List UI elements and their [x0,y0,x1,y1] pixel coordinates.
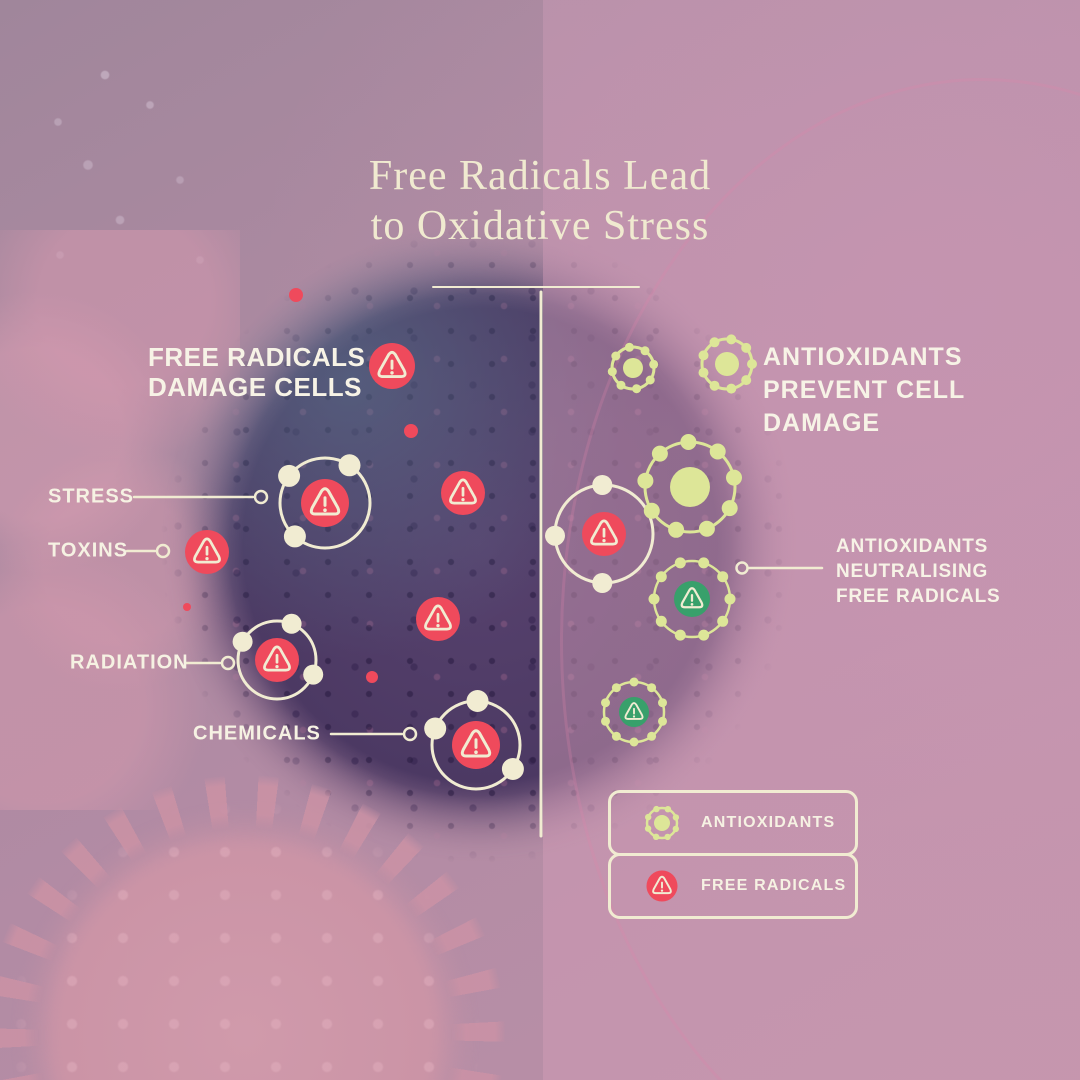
ringed-free-radical-icon [545,475,655,593]
legend-label-free-radicals: FREE RADICALS [701,877,847,894]
neutralised-free-radical-icon [648,557,736,641]
page-title: Free Radicals Lead to Oxidative Stress [0,151,1080,251]
red-particle-dot [404,424,418,438]
neutralised-free-radical-icon [601,677,667,747]
neutralising-annotation: ANTIOXIDANTS NEUTRALISING FREE RADICALS [836,534,1001,609]
antioxidant-icon [639,800,685,846]
antioxidant-atom-icon [698,334,757,394]
annotation-line-3: FREE RADICALS [836,586,1001,607]
right-heading-line-1: ANTIOXIDANTS [763,343,963,371]
legend-label-antioxidants: ANTIOXIDANTS [701,814,836,831]
right-heading-line-2: PREVENT CELL [763,376,966,404]
annotation-line-2: NEUTRALISING [836,561,989,582]
free-radical-icon [639,863,685,909]
right-heading-line-3: DAMAGE [763,409,881,437]
annotation-pointer-line [735,561,824,575]
callout-label-radiation: RADIATION [70,651,189,674]
antioxidant-atom-icon [607,342,659,394]
legend-item-free-radicals: FREE RADICALS [608,853,858,919]
title-line-2: to Oxidative Stress [370,203,710,249]
free-radical-particle-icon [416,597,460,641]
callout-line-toxins [125,543,171,559]
callout-line-chemicals [329,726,418,742]
left-heading-line-2: DAMAGE CELLS [148,372,362,402]
chemicals-free-radical-ringed-icon [424,690,524,791]
legend: ANTIOXIDANTS FREE RADICALS [608,790,858,919]
callout-line-stress [132,489,269,505]
left-heading: FREE RADICALS DAMAGE CELLS [148,342,365,402]
stress-free-radical-ringed-icon [278,454,372,550]
red-particle-dot [366,671,378,683]
red-particle-dot [289,288,303,302]
toxins-free-radical-icon [185,530,229,574]
annotation-line-1: ANTIOXIDANTS [836,536,989,557]
callout-label-toxins: TOXINS [48,539,129,562]
callout-label-chemicals: CHEMICALS [193,722,321,745]
heading-free-radical-icon [369,343,415,389]
left-heading-line-1: FREE RADICALS [148,342,366,372]
legend-item-antioxidants: ANTIOXIDANTS [608,790,858,856]
free-radical-particle-icon [441,471,485,515]
radiation-free-radical-ringed-icon [232,613,324,701]
callout-line-radiation [184,655,236,671]
title-line-1: Free Radicals Lead [368,153,712,199]
callout-label-stress: STRESS [48,485,135,508]
right-heading: ANTIOXIDANTS PREVENT CELL DAMAGE [763,341,965,440]
red-particle-dot [183,603,191,611]
